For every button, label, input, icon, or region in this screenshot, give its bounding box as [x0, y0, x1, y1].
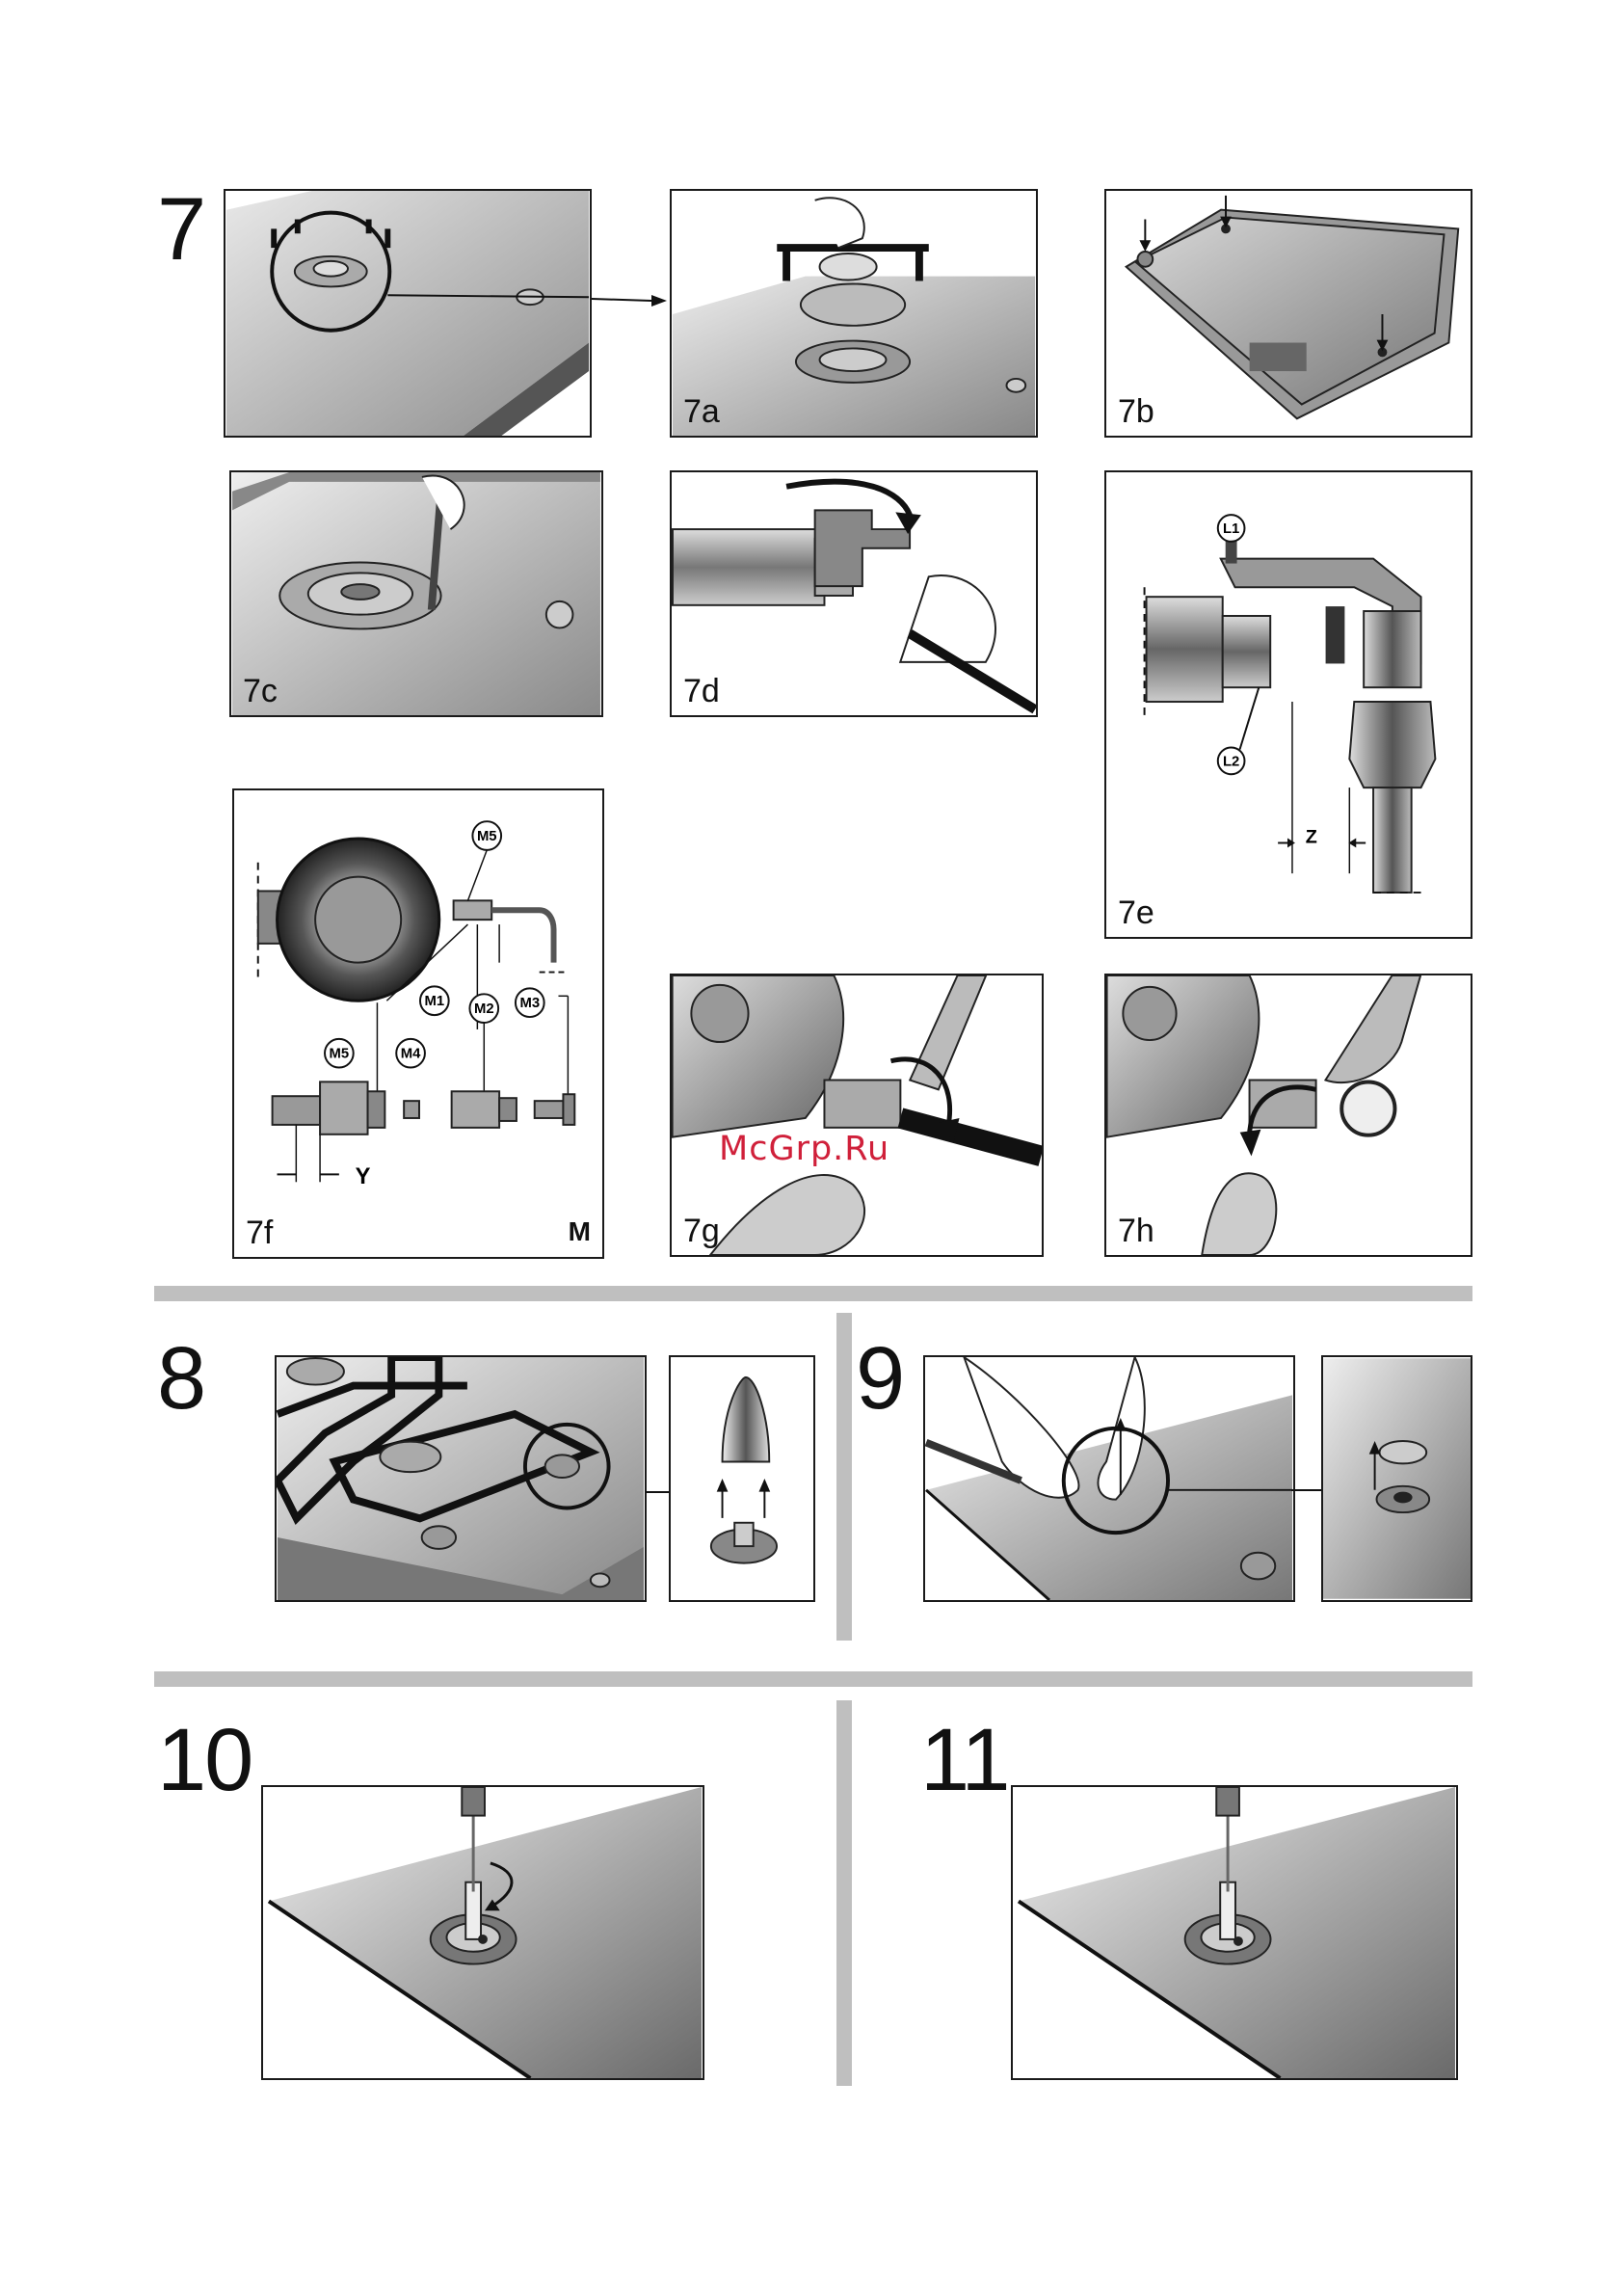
- vertical-divider-1: [836, 1313, 852, 1641]
- step-number-10: 10: [157, 1716, 252, 1804]
- panel-7d: 7d: [670, 470, 1038, 717]
- panel-8-hob: [275, 1355, 647, 1602]
- panel-9-hands: [923, 1355, 1295, 1602]
- step-number-8: 8: [157, 1334, 204, 1423]
- callout-M2: M2: [474, 1001, 494, 1017]
- knob-removal-illustration: [671, 1357, 813, 1600]
- panel-7a: 7a: [670, 189, 1038, 438]
- burner-parts-diagram: M5 M1 M2 M3 M5 M4 Y: [234, 790, 602, 1257]
- panel-label-7e: 7e: [1118, 896, 1154, 929]
- remove-nozzle-illustration: [672, 472, 1036, 715]
- panel-label-7c: 7c: [243, 675, 278, 707]
- adjust-screw-illustration: [263, 1787, 703, 2078]
- callout-M: M: [569, 1216, 591, 1247]
- arrow-to-7a-icon: [592, 285, 669, 314]
- callout-L2: L2: [1223, 754, 1239, 769]
- vertical-divider-2: [836, 1700, 852, 2086]
- lift-burner-illustration: [672, 191, 1036, 436]
- panel-7h: 7h: [1104, 974, 1472, 1257]
- hob-underside-illustration: [1106, 191, 1471, 436]
- callout-M5-bottom: M5: [330, 1047, 350, 1062]
- step-number-11: 11: [920, 1716, 1009, 1804]
- callout-Z: Z: [1306, 826, 1317, 847]
- panel-10: [261, 1785, 704, 2080]
- screw-set-illustration: [1013, 1787, 1456, 2078]
- wrench-tighten-illustration: [672, 975, 1042, 1255]
- remove-knob-hands-illustration: [925, 1357, 1293, 1600]
- panel-7c: 7c: [229, 470, 603, 717]
- step-number-9: 9: [856, 1334, 903, 1423]
- spindle-detail-illustration: [1323, 1357, 1471, 1600]
- panel-label-7b: 7b: [1118, 395, 1154, 428]
- panel-8-knob-detail: [669, 1355, 815, 1602]
- panel-7f: M5 M1 M2 M3 M5 M4 Y 7f M: [232, 788, 604, 1259]
- step-number-7: 7: [157, 185, 204, 274]
- panel-label-7h: 7h: [1118, 1215, 1154, 1247]
- panel-label-7g: 7g: [683, 1215, 720, 1247]
- panel-7-hob-burner: [224, 189, 592, 438]
- panel-label-7d: 7d: [683, 675, 720, 707]
- panel-9-detail: [1321, 1355, 1472, 1602]
- callout-M4: M4: [401, 1047, 421, 1062]
- callout-M3: M3: [519, 996, 540, 1011]
- hob-knob-illustration: [277, 1357, 645, 1600]
- callout-M1: M1: [425, 994, 445, 1009]
- watermark-text: McGrp.Ru: [719, 1130, 889, 1168]
- panel-label-7f: 7f: [246, 1216, 273, 1249]
- horizontal-divider-2: [154, 1671, 1472, 1687]
- callout-Y: Y: [356, 1163, 371, 1189]
- unscrew-burner-illustration: [231, 472, 601, 715]
- hob-burner-illustration: [225, 191, 590, 436]
- panel-11: [1011, 1785, 1458, 2080]
- panel-7e: L1 L2 Z 7e: [1104, 470, 1472, 939]
- double-wrench-illustration: [1106, 975, 1471, 1255]
- panel-label-7a: 7a: [683, 395, 720, 428]
- horizontal-divider-1: [154, 1286, 1472, 1301]
- callout-M5-top: M5: [477, 829, 497, 844]
- injector-diagram: L1 L2 Z: [1106, 472, 1471, 937]
- panel-7g: 7g: [670, 974, 1044, 1257]
- panel-7b: 7b: [1104, 189, 1472, 438]
- callout-L1: L1: [1223, 521, 1239, 537]
